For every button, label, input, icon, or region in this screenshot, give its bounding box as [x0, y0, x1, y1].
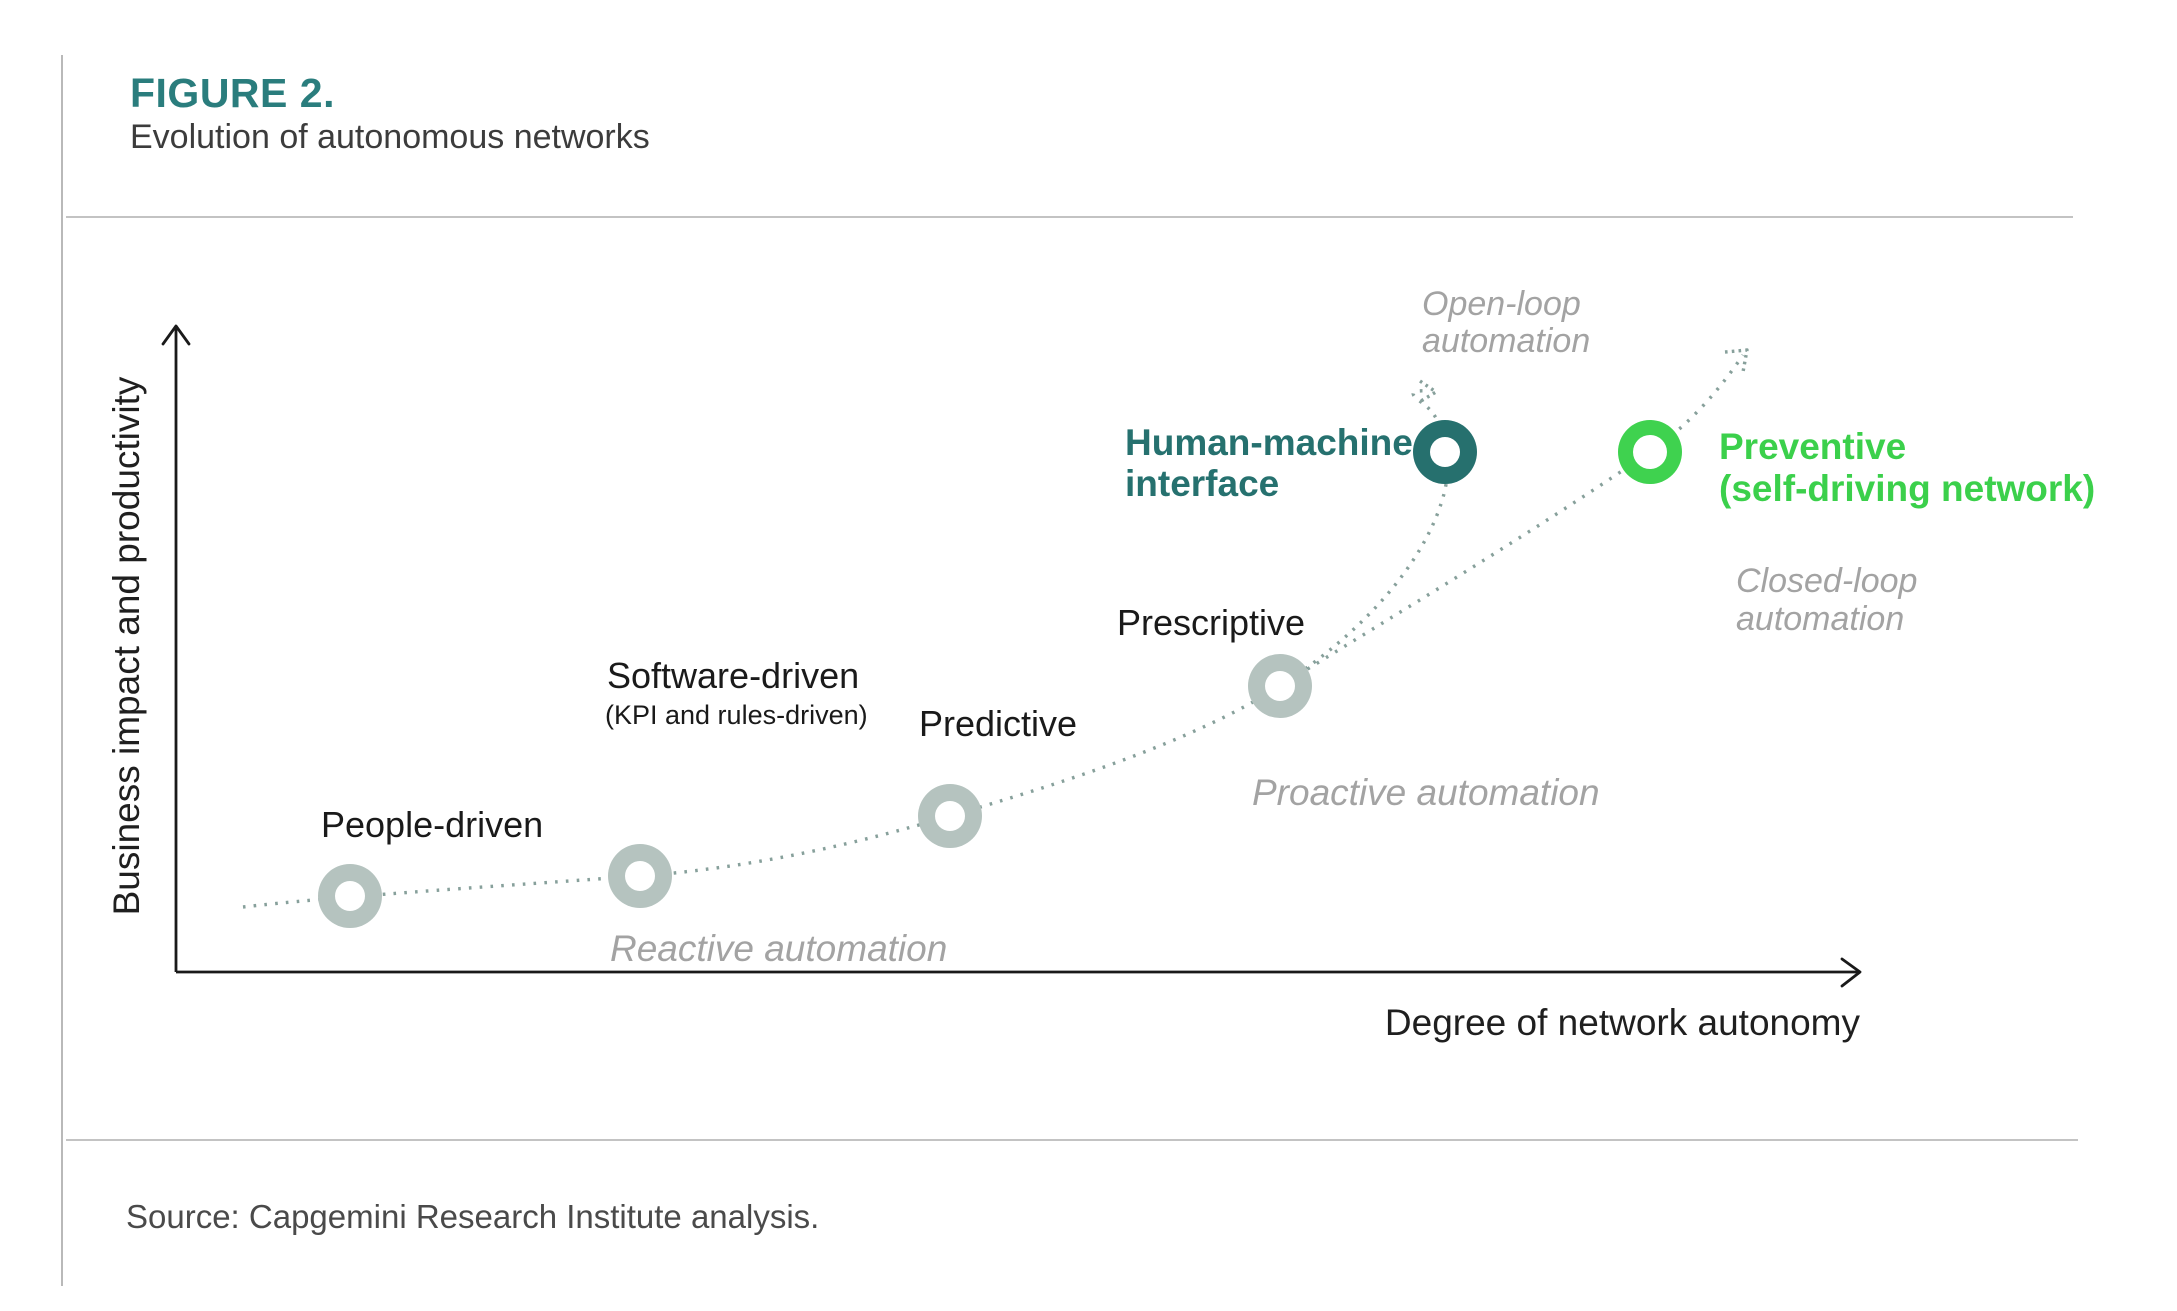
stage-label-software-driven: Software-driven	[607, 655, 860, 696]
phase-label-closed-loop-automation: Closed-loop automation	[1736, 562, 1917, 638]
stage-dot-preventive	[1618, 420, 1682, 484]
open-loop-line2: automation	[1422, 322, 1591, 360]
open-loop-line1: Open-loop	[1422, 285, 1581, 323]
stage-dot-people-driven	[318, 864, 382, 928]
left-border-line	[61, 55, 63, 1286]
closed-loop-arrowhead	[1724, 348, 1749, 373]
stage-dot-software-driven	[608, 844, 672, 908]
phase-label-proactive-automation: Proactive automation	[1252, 772, 1600, 813]
stage-label-predictive: Predictive	[919, 703, 1078, 744]
x-axis-arrowhead	[1840, 957, 1862, 988]
stage-dot-human-machine-interface	[1413, 420, 1477, 484]
stage-dot-predictive	[918, 784, 982, 848]
stage-dot-prescriptive	[1248, 654, 1312, 718]
preventive-label-line2: (self-driving network)	[1719, 468, 2096, 509]
stage-sublabel-kpi-rules-driven: (KPI and rules-driven)	[605, 700, 868, 730]
preventive-label-line1: Preventive	[1719, 426, 1907, 467]
closed-loop-line1: Closed-loop	[1736, 562, 1918, 600]
source-attribution: Source: Capgemini Research Institute ana…	[126, 1198, 820, 1235]
bottom-divider	[66, 1139, 2078, 1141]
hmi-label-line1: Human-machine	[1125, 422, 1413, 463]
stage-label-human-machine-interface: Human-machine interface	[1125, 422, 1413, 504]
closed-loop-line2: automation	[1736, 600, 1905, 638]
phase-label-reactive-automation: Reactive automation	[610, 928, 948, 969]
x-axis-label: Degree of network autonomy	[1384, 1002, 1860, 1043]
figure-number: FIGURE 2.	[130, 70, 335, 116]
top-divider	[66, 216, 2073, 218]
closed-loop-dotted-curve	[1279, 354, 1745, 688]
stage-label-preventive: Preventive (self-driving network)	[1719, 426, 2095, 510]
phase-label-open-loop-automation: Open-loop automation	[1422, 286, 1590, 360]
y-axis-label: Business impact and productivity	[106, 376, 147, 916]
y-axis-arrowhead	[161, 324, 191, 346]
main-dotted-curve	[242, 684, 1281, 909]
stage-label-people-driven: People-driven	[321, 804, 544, 845]
stage-label-prescriptive: Prescriptive	[1117, 602, 1306, 643]
figure-title: Evolution of autonomous networks	[130, 118, 650, 156]
hmi-label-line2: interface	[1125, 463, 1280, 504]
